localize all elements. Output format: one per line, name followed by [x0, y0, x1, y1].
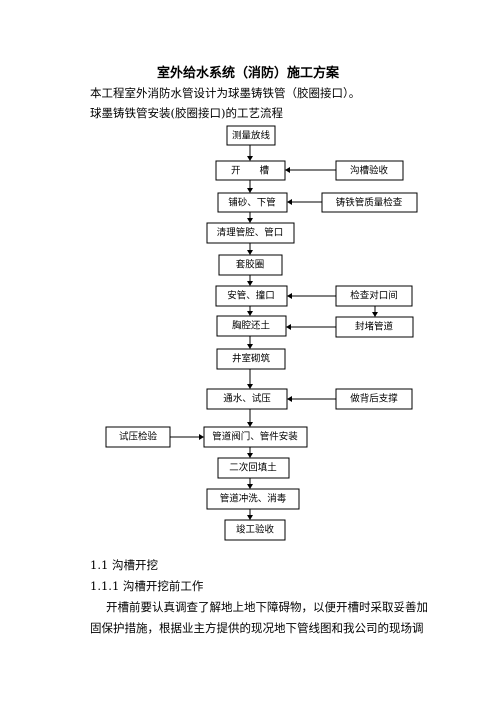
svg-text:开 槽: 开 槽 [231, 165, 270, 177]
side-seal-pipe: 封堵管道 [335, 316, 414, 338]
side-joint-gap-check: 检查对口间 [335, 285, 413, 307]
side-flow-connectors [170, 167, 378, 440]
step-valve-fitting-install: 管道阀门、管件安装 [203, 426, 308, 448]
svg-text:清理管腔、管口: 清理管腔、管口 [217, 227, 284, 239]
process-flow-diagram: 测量放线 开 槽 铺砂、下管 清理管腔、管口 套胶圈 安管、撞口 胸腔还土 井室… [105, 125, 418, 541]
intro-line-2: 球墨铸铁管安装(胶圈接口)的工艺流程 [90, 106, 283, 120]
svg-text:检查对口间: 检查对口间 [350, 290, 398, 302]
svg-text:管道阀门、管件安装: 管道阀门、管件安装 [212, 431, 298, 443]
page-title: 室外给水系统（消防）施工方案 [156, 66, 339, 81]
svg-text:管道冲洗、消毒: 管道冲洗、消毒 [220, 493, 287, 505]
svg-text:通水、试压: 通水、试压 [223, 393, 271, 405]
svg-text:试压检验: 试压检验 [119, 431, 158, 443]
intro-line-1: 本工程室外消防水管设计为球墨铸铁管（胶圈接口）。 [90, 86, 361, 100]
step-flush-disinfect: 管道冲洗、消毒 [206, 488, 300, 510]
svg-text:封堵管道: 封堵管道 [355, 321, 394, 333]
svg-text:铸铁管质量检查: 铸铁管质量检查 [336, 197, 403, 209]
step-survey-layout: 测量放线 [226, 125, 276, 146]
subsection-heading: 1.1.1 沟槽开挖前工作 [90, 579, 204, 593]
body-line-2: 固保护措施，根据业主方提供的现况地下管线图和我公司的现场调 [90, 621, 424, 635]
side-trench-check: 沟槽验收 [335, 160, 404, 181]
step-sand-bedding-lay-pipe: 铺砂、下管 [217, 192, 288, 213]
step-water-pressure-test: 通水、试压 [206, 388, 288, 410]
side-pipe-quality-check: 铸铁管质量检查 [321, 192, 418, 213]
side-pressure-test-check: 试压检验 [105, 426, 171, 448]
svg-text:套胶圈: 套胶圈 [236, 259, 265, 271]
svg-text:井室砌筑: 井室砌筑 [232, 353, 271, 365]
section-heading: 1.1 沟槽开挖 [90, 558, 158, 572]
step-completion-acceptance: 竣工验收 [224, 519, 286, 541]
svg-text:做背后支撑: 做背后支撑 [350, 393, 398, 405]
step-chest-backfill: 胸腔还土 [216, 315, 287, 337]
side-post-support: 做背后支撑 [335, 388, 413, 410]
step-fit-rubber-ring: 套胶圈 [218, 254, 283, 276]
svg-text:竣工验收: 竣工验收 [236, 524, 275, 536]
step-chamber-masonry: 井室砌筑 [216, 348, 286, 370]
svg-text:测量放线: 测量放线 [232, 130, 271, 142]
step-clean-pipe-bore: 清理管腔、管口 [206, 222, 295, 244]
svg-text:安管、撞口: 安管、撞口 [227, 290, 275, 302]
step-install-pipe-joint: 安管、撞口 [215, 285, 288, 307]
svg-text:二次回填土: 二次回填土 [229, 462, 277, 474]
step-trench-excavation: 开 槽 [215, 160, 286, 181]
svg-text:胸腔还土: 胸腔还土 [232, 320, 271, 332]
main-flow-connectors [247, 145, 253, 520]
step-second-backfill: 二次回填土 [217, 457, 290, 479]
svg-text:沟槽验收: 沟槽验收 [350, 165, 389, 177]
svg-text:铺砂、下管: 铺砂、下管 [228, 197, 276, 209]
body-line-1: 开槽前要认真调查了解地上地下障碍物，以便开槽时采取妥善加 [106, 600, 428, 614]
